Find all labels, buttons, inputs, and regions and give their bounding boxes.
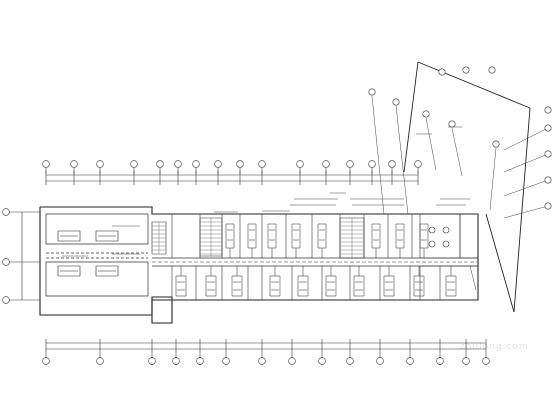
top-axis-bubbles <box>43 161 422 168</box>
left-axis-bubbles <box>3 209 40 304</box>
axis-bubble <box>389 161 396 168</box>
fan-coil-unit <box>292 224 300 248</box>
bottom-dimension-chain <box>46 343 486 349</box>
fan-coil-unit <box>268 224 276 248</box>
axis-bubble <box>369 89 375 95</box>
top-dimension-chain <box>46 175 418 181</box>
angled-wing <box>404 62 530 312</box>
axis-bubble <box>545 177 551 183</box>
room-partitions <box>172 214 440 300</box>
annotation-leaders <box>62 127 476 290</box>
axis-bubble <box>259 161 266 168</box>
fan-coil-unit <box>446 276 456 296</box>
wing-axis-bubbles <box>369 67 551 209</box>
fan-coil-unit <box>414 276 424 296</box>
axis-bubble <box>289 358 296 365</box>
axis-bubble <box>131 161 138 168</box>
axis-bubble <box>415 161 422 168</box>
bottom-axis-bubbles <box>43 358 490 365</box>
axis-bubble <box>463 358 470 365</box>
wing-axis-line <box>396 106 408 214</box>
axis-bubble <box>149 358 156 365</box>
axis-bubble <box>193 161 200 168</box>
axis-bubble <box>297 161 304 168</box>
fan-coil-unit <box>226 224 234 248</box>
wing-axis-line <box>504 206 548 218</box>
axis-bubble <box>347 358 354 365</box>
fan-coil-unit <box>396 224 404 248</box>
axis-bubble <box>71 161 78 168</box>
axis-bubble <box>437 358 444 365</box>
axis-bubble <box>545 107 551 113</box>
axis-bubble <box>43 161 50 168</box>
axis-bubble <box>43 358 50 365</box>
axis-bubble <box>173 358 180 365</box>
axis-bubble <box>223 358 230 365</box>
fan-coil-unit <box>420 224 428 248</box>
axis-bubble <box>259 358 266 365</box>
axis-bubble <box>545 125 551 131</box>
fan-coil-unit <box>298 276 308 296</box>
wing-axis-line <box>452 128 462 176</box>
axis-bubble <box>197 358 204 365</box>
wing-axis-grid <box>372 96 548 218</box>
axis-bubble <box>323 161 330 168</box>
axis-bubble <box>215 161 222 168</box>
axis-bubble <box>463 67 469 73</box>
fan-coil-unit <box>318 224 326 248</box>
wing-axis-line <box>504 128 548 150</box>
fan-coil-unit <box>326 276 336 296</box>
corridor <box>152 258 478 266</box>
watermark: zhulong.com <box>460 342 529 352</box>
fan-coil-unit <box>384 276 394 296</box>
ahu-units-left <box>58 231 118 276</box>
axis-bubble <box>493 141 499 147</box>
wing-axis-line <box>372 96 384 214</box>
wing-axis-line <box>504 180 548 196</box>
fan-coil-unit <box>206 276 216 296</box>
fan-coil-unit <box>372 224 380 248</box>
axis-bubble <box>407 358 414 365</box>
fan-coil-unit <box>354 276 364 296</box>
axis-bubble <box>157 161 164 168</box>
fan-coil-unit <box>176 276 186 296</box>
axis-bubble <box>393 99 399 105</box>
axis-bubble <box>489 67 495 73</box>
bottom-dimension-ticks <box>46 339 486 358</box>
fan-coil-units-north <box>226 224 428 258</box>
stair-treads <box>152 218 364 258</box>
axis-bubble <box>237 161 244 168</box>
left-hall-walls <box>46 214 148 296</box>
fan-coil-unit <box>248 224 256 248</box>
axis-bubble <box>97 161 104 168</box>
wing-axis-line <box>504 154 548 172</box>
wing-axis-line <box>426 118 436 170</box>
axis-bubble <box>449 121 455 127</box>
axis-bubble <box>483 358 490 365</box>
axis-bubble <box>347 161 354 168</box>
fan-coil-unit <box>232 276 242 296</box>
axis-bubble <box>377 358 384 365</box>
fan-coil-units-south <box>176 266 456 296</box>
axis-bubble <box>369 161 376 168</box>
top-dimension-ticks <box>46 168 418 185</box>
wing-axis-line <box>490 148 496 210</box>
axis-bubble <box>545 203 551 209</box>
axis-bubble <box>175 161 182 168</box>
axis-bubble <box>97 358 104 365</box>
right-service-rooms <box>420 214 478 300</box>
fan-coil-unit <box>270 276 280 296</box>
axis-bubble <box>545 151 551 157</box>
axis-bubble <box>423 111 429 117</box>
axis-bubble <box>439 69 445 75</box>
axis-bubble <box>319 358 326 365</box>
